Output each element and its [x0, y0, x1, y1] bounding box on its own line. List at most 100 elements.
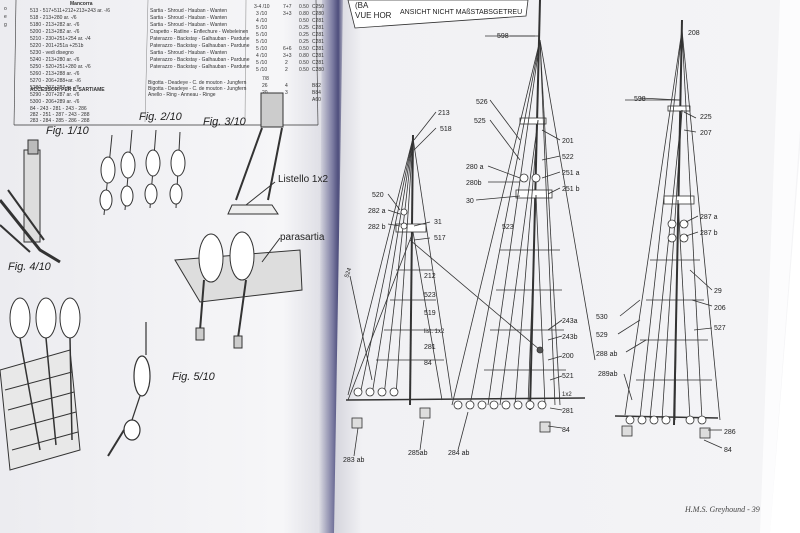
label: 518: [440, 126, 452, 133]
table-row: 5260 - 213+288 ar. -/6: [30, 71, 80, 77]
label: 281: [562, 408, 574, 415]
margin-letter: e: [4, 14, 7, 20]
table-cell: 0.50: [299, 46, 309, 52]
table-row: 5230 - vedi disegno: [30, 50, 74, 56]
table-row: 5280 - 207+287 ar. -/6: [30, 85, 80, 91]
label: 523: [502, 224, 514, 231]
table-cell: 0.25: [299, 39, 309, 45]
accessory-row: 283 - 284 - 285 - 286 - 288: [30, 118, 90, 124]
table-row: 5180 - 213+282 ar. -/6: [30, 22, 80, 28]
label: 212: [424, 273, 436, 280]
table-cell: Anello - Ring - Anneau - Ringe: [148, 92, 216, 98]
label: 201: [562, 138, 574, 145]
table-cell: 5 /10: [256, 46, 267, 52]
label: 280 a: [466, 164, 484, 171]
size-column: 3-4 /10 3 /10 4 /10 5 /10 5 /10 5 /10 5 …: [254, 4, 270, 96]
table-cell: B84: [312, 90, 321, 96]
label: 287 a: [700, 214, 718, 221]
fig-caption-1: Fig. 1/10: [46, 125, 90, 137]
table-cell: 0.80: [299, 53, 309, 59]
label: 517: [434, 235, 446, 242]
label: 598: [634, 96, 646, 103]
table-cell: 2: [285, 60, 288, 66]
table-cell: C281: [312, 18, 324, 24]
table-cell: C281: [312, 39, 324, 45]
label: 521: [562, 373, 574, 380]
label: 526: [476, 99, 488, 106]
table-cell: 2: [285, 67, 288, 73]
banner-line: VUE HOR: [355, 11, 392, 20]
label: 281: [424, 344, 436, 351]
table-cell: Paterazzo - Backstay - Galhauban - Pardu…: [150, 43, 250, 49]
label: 522: [562, 154, 574, 161]
table-cell: C280: [312, 67, 324, 73]
label: 200: [562, 353, 574, 360]
label: 30: [466, 198, 474, 205]
table-cell: 3+3: [283, 11, 292, 17]
label: 283 ab: [343, 457, 365, 464]
accessory-row: 84 - 243 - 281 - 243 - 286: [30, 106, 87, 112]
label: 29: [714, 288, 722, 295]
fig-4-drawing: [0, 297, 81, 471]
table-row: 5250 - 520+251+280 ar. -/6: [30, 64, 91, 70]
left-page: [0, 0, 333, 533]
label: 529: [596, 332, 608, 339]
table-cell: C281: [312, 53, 324, 59]
label: 208: [688, 30, 700, 37]
fig-caption-5: Fig. 5/10: [172, 371, 216, 383]
table-cell: Paterazzo - Backstay - Galhauban - Pardu…: [150, 36, 250, 42]
label: 31: [434, 219, 442, 226]
drawing-labels: 598 526 525 201 522 251 a 251 b 213 518 …: [343, 30, 736, 464]
label: 84: [424, 360, 432, 367]
table-cell: A60: [312, 97, 321, 103]
fig-3-drawing: [174, 92, 303, 349]
table-row: 5290 - 207+287 ar. -/6: [30, 92, 80, 98]
accessories-heading: ACCESSORI PER IL SARTIAME: [30, 87, 105, 93]
table-cell: Bigotta - Deadeye - C. de mouton - Jungf…: [148, 80, 247, 86]
table-cell: Sartia - Shroud - Hauban - Wanten: [150, 8, 227, 14]
label: 289ab: [598, 371, 618, 378]
label: 251 b: [562, 186, 580, 193]
qty-column: 7+7 3+3 6+6 3+3 2 2 4 3: [283, 4, 292, 96]
rigging-drawing: [345, 0, 723, 457]
page-footer: H.M.S. Greyhound - 39: [684, 505, 760, 514]
table-cell: C280: [312, 11, 324, 17]
table-cell: Sartia - Shroud - Hauban - Wanten: [150, 22, 227, 28]
label: 84: [724, 447, 732, 454]
table-cell: 26: [262, 83, 268, 89]
accessory-row: 282 - 251 - 287 - 243 - 288: [30, 112, 90, 118]
table-cell: C281: [312, 25, 324, 31]
table-cell: 4 /10: [256, 18, 267, 24]
table-cell: 0.50: [299, 67, 309, 73]
label: 525: [474, 118, 486, 125]
table-row: 5200 - 213+282 ar. -/6: [30, 29, 80, 35]
table-cell: 7/8: [262, 76, 269, 82]
banner: (BA VUE HOR ANSICHT NICHT MAßSTABSGETREU: [347, 0, 529, 29]
table-cell: 5 /10: [256, 39, 267, 45]
table-cell: 4 /10: [256, 53, 267, 59]
label: list. 1x2: [424, 329, 445, 335]
label: 207: [700, 130, 712, 137]
margin-letter: g: [4, 22, 7, 28]
table-cell: Crapetto - Ratline - Enflechure - Webele…: [150, 29, 249, 35]
table-cell: 0.25: [299, 25, 309, 31]
table-cell: 3: [285, 90, 288, 96]
callout-parasartia: parasartia: [280, 232, 325, 243]
table-cell: 5 /10: [256, 32, 267, 38]
table-cell: Sartia - Shroud - Hauban - Wanten: [150, 50, 227, 56]
table-row: 5220 - 201+251a +251b: [30, 43, 84, 49]
label: 251 a: [562, 170, 580, 177]
table-header: Mancorra: [70, 1, 93, 7]
table-cell: Paterazzo - Backstay - Galhauban - Pardu…: [150, 64, 250, 70]
table-cell: 5 /10: [256, 60, 267, 66]
table-cell: 5 /10: [256, 67, 267, 73]
table-row: 5300 - 206+289 ar. -/6: [30, 99, 80, 105]
banner-line: (BA: [355, 1, 369, 10]
table-cell: 0.80: [299, 11, 309, 17]
table-cell: C281: [312, 32, 324, 38]
margin-letter: o: [4, 6, 7, 12]
table-cell: 0.50: [299, 18, 309, 24]
label: 598: [497, 33, 509, 40]
label: 288 ab: [596, 351, 618, 358]
